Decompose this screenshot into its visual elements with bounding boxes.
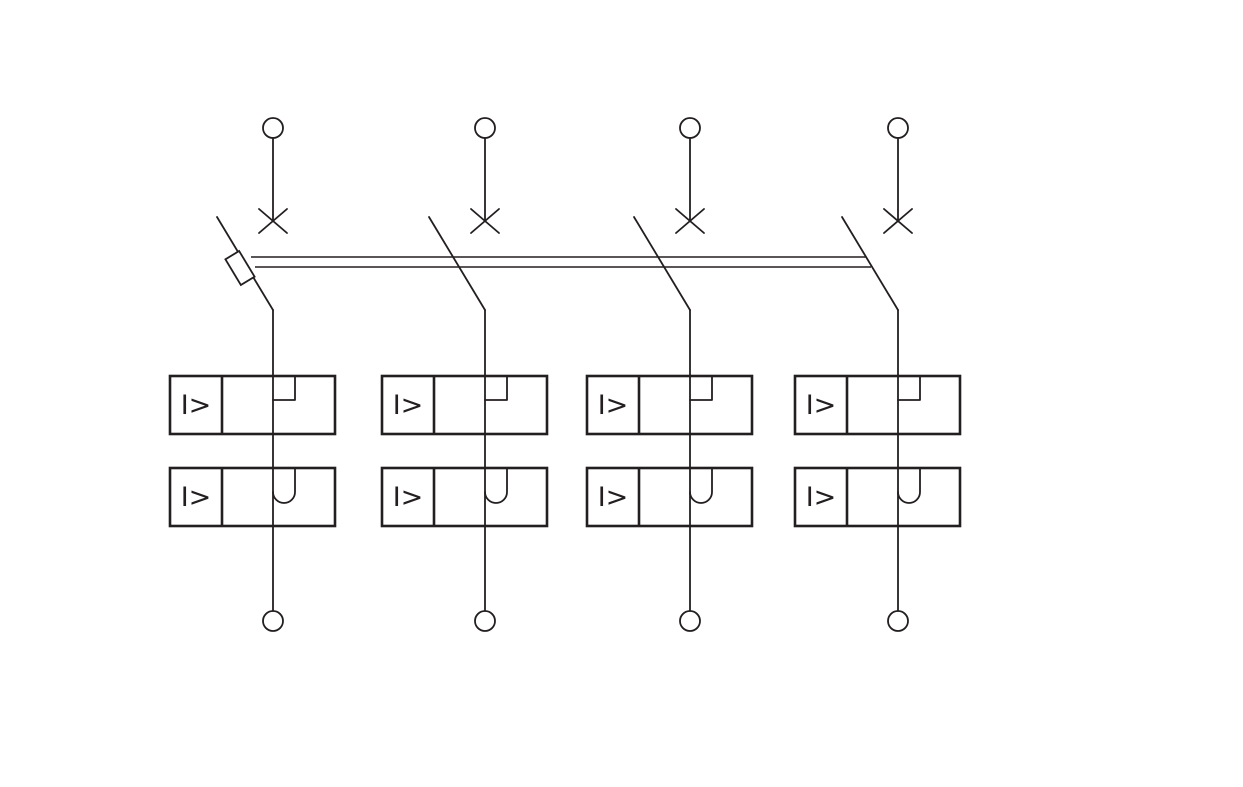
release-label: I> (393, 482, 424, 513)
fixed-contact-cross-icon (675, 208, 705, 234)
thermal-overcurrent-release: I> (585, 374, 754, 436)
round-hook (897, 468, 921, 504)
top-terminal (474, 117, 496, 139)
release-label: I> (806, 482, 837, 513)
magnetic-overcurrent-release: I> (793, 466, 962, 528)
bottom-terminal (262, 610, 284, 632)
release-box (380, 374, 549, 436)
release-box (793, 466, 962, 528)
release-box (585, 374, 754, 436)
round-hook (484, 468, 508, 504)
coupling-bar (224, 249, 871, 287)
cross-stroke (258, 208, 288, 234)
magnetic-overcurrent-release: I> (380, 466, 549, 528)
square-hook (689, 376, 713, 401)
thermal-overcurrent-release: I> (168, 374, 337, 436)
cross-stroke (470, 208, 500, 234)
top-terminal (262, 117, 284, 139)
bottom-terminal (679, 610, 701, 632)
thermal-overcurrent-release: I> (380, 374, 549, 436)
square-hook (484, 376, 508, 401)
square-hook (272, 376, 296, 401)
release-label: I> (806, 390, 837, 421)
magnetic-overcurrent-release: I> (585, 466, 754, 528)
release-label: I> (393, 390, 424, 421)
actuator-box (224, 249, 256, 287)
switch-blade (841, 216, 899, 311)
round-hook (689, 468, 713, 504)
fixed-contact-cross-icon (258, 208, 288, 234)
cross-stroke (675, 208, 705, 234)
cross-stroke (883, 208, 913, 234)
bottom-terminal (887, 610, 909, 632)
release-box (168, 374, 337, 436)
release-label: I> (598, 482, 629, 513)
pole-4: I> I> (793, 117, 962, 632)
bottom-terminal (474, 610, 496, 632)
top-terminal (679, 117, 701, 139)
release-label: I> (181, 390, 212, 421)
release-box (793, 374, 962, 436)
pole-2: I> I> (380, 117, 549, 632)
thermal-overcurrent-release: I> (793, 374, 962, 436)
square-hook (897, 376, 921, 401)
pole-1: I> I> (168, 117, 337, 632)
release-box (585, 466, 754, 528)
release-box (380, 466, 549, 528)
magnetic-overcurrent-release: I> (168, 466, 337, 528)
switch-blade (633, 216, 691, 311)
fixed-contact-cross-icon (470, 208, 500, 234)
round-hook (272, 468, 296, 504)
release-label: I> (181, 482, 212, 513)
release-label: I> (598, 390, 629, 421)
release-box (168, 466, 337, 528)
switch-blade (428, 216, 486, 311)
pole-3: I> I> (585, 117, 754, 632)
top-terminal (887, 117, 909, 139)
fixed-contact-cross-icon (883, 208, 913, 234)
